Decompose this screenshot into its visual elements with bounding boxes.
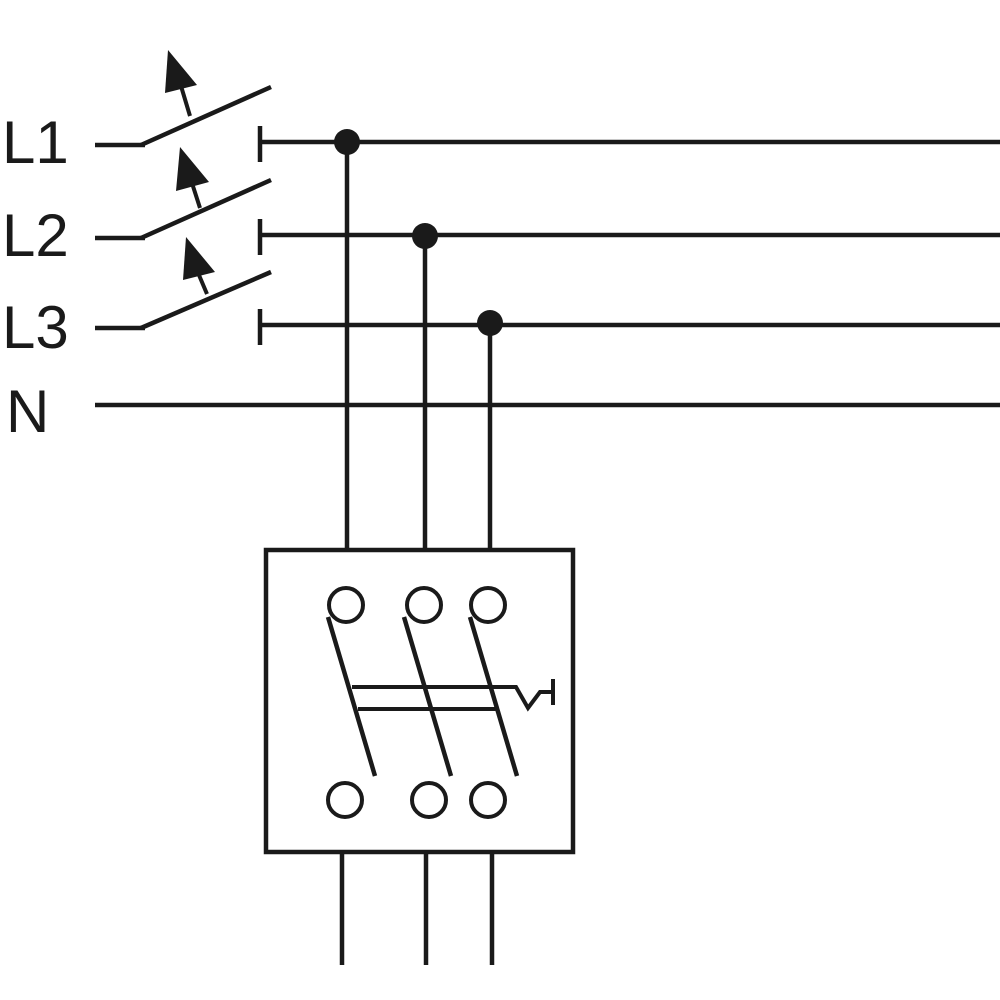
breaker-blade-1: [325, 616, 378, 777]
label-n: N: [6, 378, 49, 445]
incoming-leads: [95, 142, 145, 331]
breaker-blade-3: [467, 616, 520, 777]
label-l2: L2: [2, 202, 69, 269]
drop-wires: [344, 142, 493, 548]
switch-blade-l3: [140, 269, 272, 331]
label-l3: L3: [2, 294, 69, 361]
terminal-top-1: [327, 586, 365, 624]
switch-linkage-arrow-2: [176, 147, 209, 209]
switch-linkage-arrow-3: [183, 237, 215, 295]
label-l1: L1: [2, 109, 69, 176]
trip-mechanism: [498, 685, 553, 712]
terminal-top-3: [469, 586, 507, 624]
switch-blade-l1: [140, 84, 272, 148]
terminal-top-2: [405, 586, 443, 624]
switch-blade-l2: [140, 177, 272, 241]
three-pole-switch: [140, 50, 272, 331]
breaker-blade-2: [401, 616, 454, 777]
terminal-bottom-1: [326, 781, 364, 819]
junction-dots: [334, 129, 503, 336]
bus-lines: [95, 139, 1000, 408]
circuit-breaker: [263, 547, 576, 855]
terminal-bottom-2: [410, 781, 448, 819]
outgoing-wires: [339, 852, 495, 965]
switch-linkage-arrow-1: [165, 50, 197, 117]
breaker-enclosure: [263, 547, 576, 855]
terminal-bottom-3: [469, 781, 507, 819]
